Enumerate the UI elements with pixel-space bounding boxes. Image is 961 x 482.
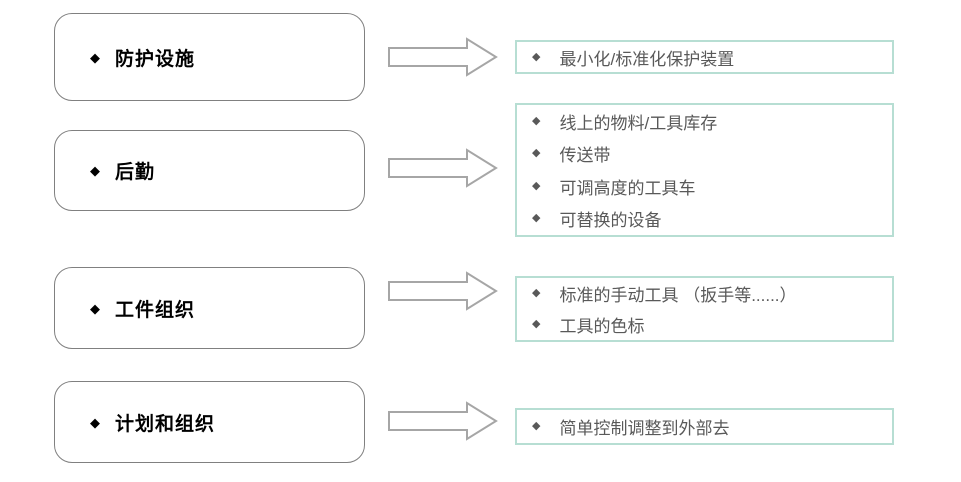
list-item-text: 线上的物料/工具库存: [559, 113, 718, 133]
diamond-bullet-icon: ◆: [532, 212, 541, 225]
right-arrow-icon: [388, 37, 498, 77]
diamond-bullet-icon: ◆: [532, 287, 541, 299]
diamond-bullet-icon: ◆: [532, 318, 541, 330]
right-arrow-icon: [388, 271, 498, 311]
list-item: ◆ 最小化/标准化保护装置: [517, 45, 892, 70]
category-box-work-organization: ◆ 工件组织: [54, 267, 365, 349]
list-item-text: 可替换的设备: [559, 211, 662, 231]
diamond-bullet-icon: ◆: [90, 49, 100, 65]
diamond-bullet-icon: ◆: [532, 114, 541, 127]
details-box-logistics: ◆ 线上的物料/工具库存 ◆ 传送带 ◆ 可调高度的工具车 ◆ 可替换的设备: [515, 103, 894, 237]
diamond-bullet-icon: ◆: [532, 420, 541, 432]
diamond-bullet-icon: ◆: [532, 179, 541, 192]
category-label-protection: 防护设施: [115, 48, 196, 70]
list-item: ◆ 可替换的设备: [517, 203, 892, 236]
category-box-planning: ◆ 计划和组织: [54, 381, 365, 463]
diamond-bullet-icon: ◆: [532, 50, 541, 63]
diamond-bullet-icon: ◆: [90, 300, 100, 316]
list-item: ◆ 线上的物料/工具库存: [517, 105, 892, 138]
diamond-bullet-icon: ◆: [90, 163, 100, 178]
category-label-work-organization: 工件组织: [115, 299, 196, 321]
list-item: ◆ 简单控制调整到外部去: [517, 414, 892, 439]
details-box-protection: ◆ 最小化/标准化保护装置: [515, 40, 894, 74]
category-label-planning: 计划和组织: [115, 413, 216, 435]
right-arrow-icon: [388, 148, 498, 188]
list-item-text: 标准的手动工具 （扳手等......）: [559, 286, 797, 305]
list-item-text: 工具的色标: [559, 317, 645, 336]
list-item: ◆ 可调高度的工具车: [517, 170, 892, 203]
list-item-text: 可调高度的工具车: [559, 178, 696, 198]
list-item-text: 传送带: [559, 146, 611, 166]
category-label-logistics: 后勤: [115, 162, 156, 183]
details-box-planning: ◆ 简单控制调整到外部去: [515, 408, 894, 445]
diamond-bullet-icon: ◆: [532, 147, 541, 160]
list-item-text: 最小化/标准化保护装置: [559, 49, 735, 69]
details-box-work-organization: ◆ 标准的手动工具 （扳手等......） ◆ 工具的色标: [515, 276, 894, 342]
list-item: ◆ 工具的色标: [517, 309, 892, 340]
diamond-bullet-icon: ◆: [90, 414, 100, 430]
list-item: ◆ 传送带: [517, 138, 892, 171]
right-arrow-icon: [388, 401, 498, 441]
category-box-logistics: ◆ 后勤: [54, 130, 365, 211]
category-box-protection: ◆ 防护设施: [54, 13, 365, 101]
list-item: ◆ 标准的手动工具 （扳手等......）: [517, 278, 892, 309]
list-item-text: 简单控制调整到外部去: [559, 419, 730, 438]
